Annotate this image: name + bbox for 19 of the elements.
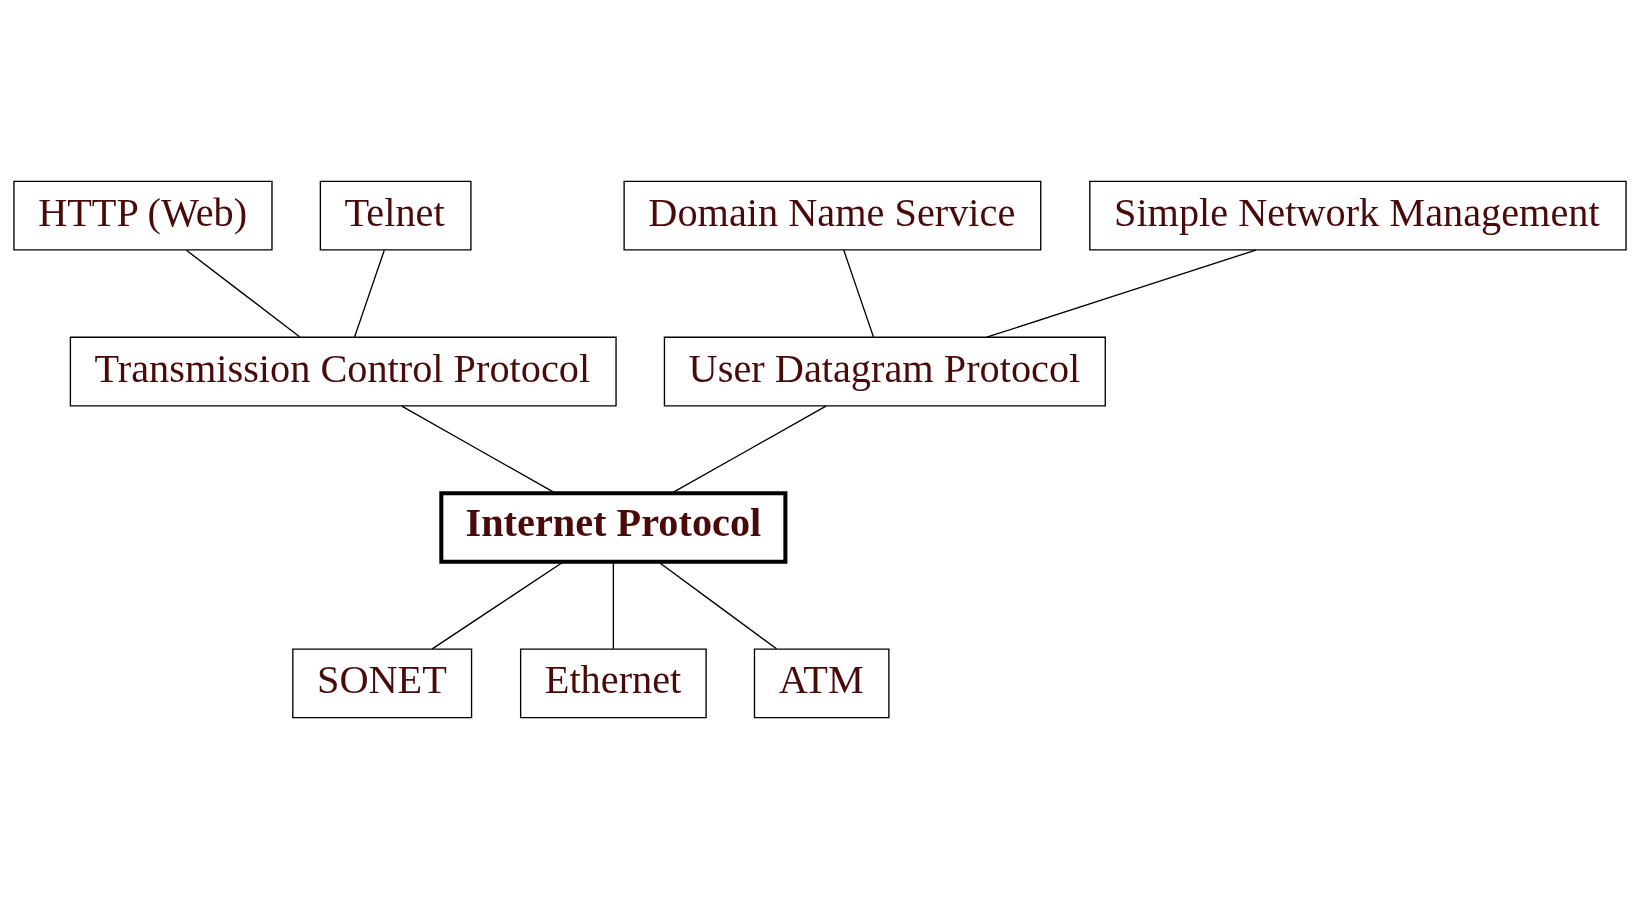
node-box: Ethernet <box>519 648 707 719</box>
node-box: Telnet <box>319 180 472 251</box>
connector <box>431 561 564 650</box>
connector <box>657 561 778 650</box>
connector <box>185 249 301 338</box>
connector <box>353 249 385 338</box>
node-box: User Datagram Protocol <box>663 336 1106 407</box>
node-box: Transmission Control Protocol <box>69 336 617 407</box>
node-box: SONET <box>292 648 473 719</box>
node-box: HTTP (Web) <box>13 180 273 251</box>
node-box: Simple Network Management <box>1089 180 1627 251</box>
node-box: Domain Name Service <box>623 180 1042 251</box>
connector <box>986 249 1257 338</box>
connector <box>843 249 875 338</box>
connector <box>612 561 615 650</box>
node-box: ATM <box>753 648 890 719</box>
connector <box>401 405 556 494</box>
node-box: Internet Protocol <box>439 491 788 564</box>
connector <box>671 405 827 494</box>
